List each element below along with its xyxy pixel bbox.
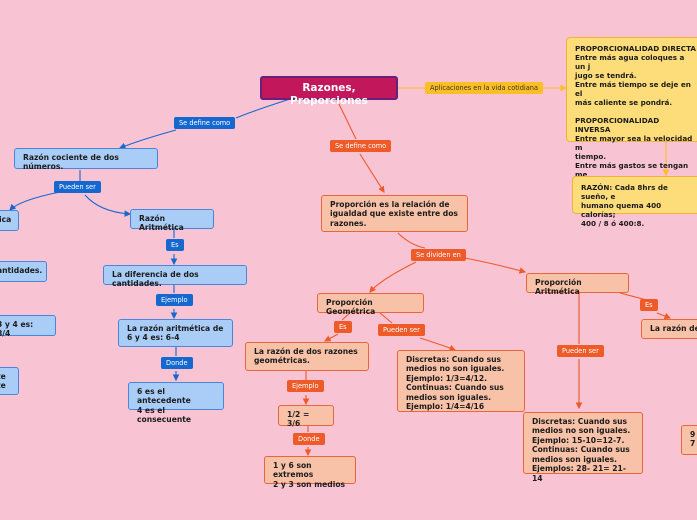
link-se-define-como-1[interactable]: Se define como xyxy=(174,117,236,129)
razon-geometrica-node-partial[interactable]: ica xyxy=(0,210,19,231)
razon-aritmetica-node[interactable]: Razón Aritmética xyxy=(130,209,214,232)
link-se-dividen-en[interactable]: Se dividen en xyxy=(411,249,466,261)
razon-arit-ejemplo-node[interactable]: La razón aritmética de 6 y 4 es: 6-4 xyxy=(118,319,233,347)
razon-cociente-node[interactable]: Razón cociente de dos números. xyxy=(14,148,158,171)
bottom-right-node-partial[interactable]: 9 7 xyxy=(681,425,697,455)
discretas-continuas-arit-node[interactable]: Discretas: Cuando sus medios no son igua… xyxy=(523,412,643,483)
link-pueden-ser-1[interactable]: Pueden ser xyxy=(54,181,101,193)
razon-dos-geometricas-node[interactable]: La razón de dos razones geométricas. xyxy=(245,342,369,371)
proporcion-definicion-node[interactable]: Proporción es la relación de igualdad qu… xyxy=(321,195,468,232)
cantidades-node-partial[interactable]: antidades. xyxy=(0,261,47,282)
link-ejemplo-1[interactable]: Ejemplo xyxy=(156,294,193,306)
link-es-3[interactable]: Es xyxy=(640,299,658,311)
link-aplicaciones[interactable]: Aplicaciones en la vida cotidiana xyxy=(425,82,543,94)
extremos-medios-node[interactable]: 1 y 6 son extremos 2 y 3 son medios xyxy=(264,456,356,489)
diferencia-node[interactable]: La diferencia de dos cantidades. xyxy=(103,265,247,288)
link-es-2[interactable]: Es xyxy=(334,321,352,333)
link-es-1[interactable]: Es xyxy=(166,239,184,251)
aplicaciones-node[interactable]: PROPORCIONALIDAD DIRECTA Entre más agua … xyxy=(566,37,697,188)
root-node[interactable]: Razones, Proporciones xyxy=(260,76,398,107)
link-se-define-como-2[interactable]: Se define como xyxy=(330,140,392,152)
discretas-continuas-geo-node[interactable]: Discretas: Cuando sus medios no son igua… xyxy=(397,350,525,412)
link-donde-2[interactable]: Donde xyxy=(293,433,325,445)
proporcion-aritmetica-node[interactable]: Proporción Aritmética xyxy=(526,273,629,296)
proporcion-geometrica-node[interactable]: Proporción Geométrica xyxy=(317,293,424,316)
link-donde-1[interactable]: Donde xyxy=(161,357,193,369)
ejemplo-geometrico-node-partial[interactable]: 3 y 4 es: 8/4 xyxy=(0,315,56,338)
antecedente-node-partial[interactable]: te te xyxy=(0,367,19,395)
antecedente-consecuente-node[interactable]: 6 es el antecedente 4 es el consecuente xyxy=(128,382,224,424)
link-pueden-ser-2[interactable]: Pueden ser xyxy=(378,324,425,336)
link-ejemplo-2[interactable]: Ejemplo xyxy=(287,380,324,392)
razon-de-node-partial[interactable]: La razón de xyxy=(641,319,697,339)
link-pueden-ser-3[interactable]: Pueden ser xyxy=(557,345,604,357)
razon-sueno-node[interactable]: RAZÓN: Cada 8hrs de sueño, e humano quem… xyxy=(572,176,697,228)
ejemplo-fraccion-node[interactable]: 1/2 = 3/6 xyxy=(278,405,334,428)
